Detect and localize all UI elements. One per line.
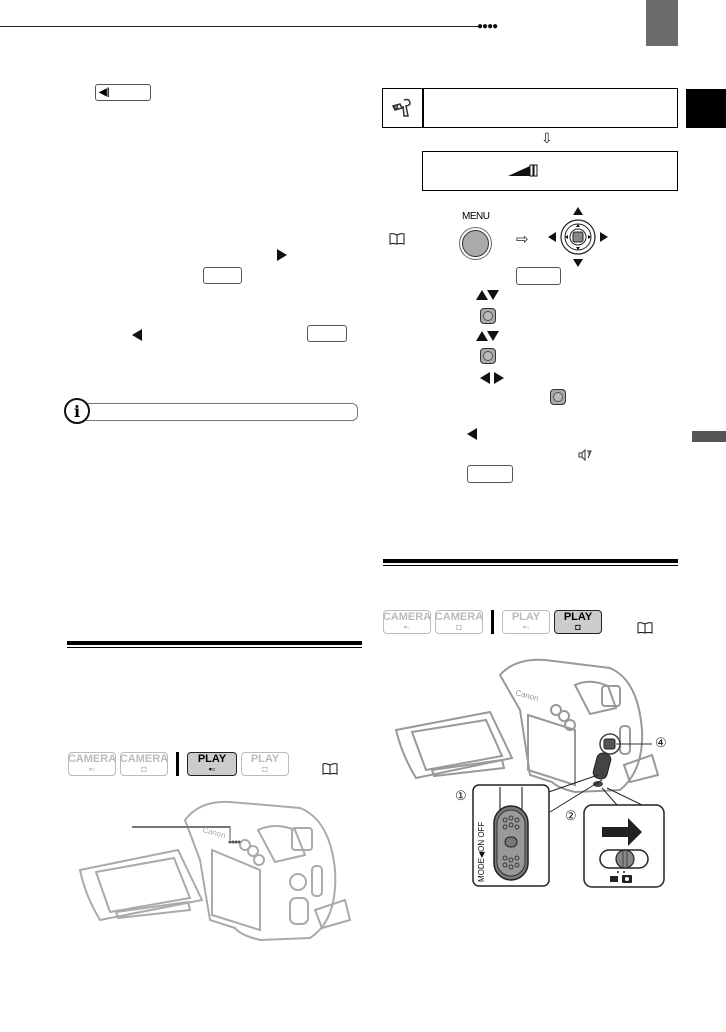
set-button-icon	[550, 389, 566, 405]
chapter-tab-side	[692, 431, 726, 442]
mode-selector: CAMERA▪▫ CAMERA◘ PLAY▪▫ PLAY◘	[383, 610, 602, 634]
mode-play-photo: PLAY◘	[554, 610, 602, 634]
mode-play-photo: PLAY◘	[241, 752, 289, 776]
camcorder-illustration: Canon	[78, 800, 352, 942]
joystick-icon[interactable]	[548, 207, 608, 267]
mode-separator	[491, 610, 494, 634]
callout-2: ②	[565, 808, 577, 823]
book-icon	[637, 622, 653, 634]
camcorder-mode-switch-illustration: Canon MODE◀ON OFF	[394, 658, 665, 888]
chapter-tab-black	[686, 89, 726, 128]
book-icon	[389, 233, 405, 245]
key-button	[516, 267, 561, 285]
right-arrow-icon: ⇨	[516, 231, 529, 248]
info-note-bar	[66, 403, 358, 421]
skip-back-key: ◀|	[95, 84, 151, 101]
info-icon: i	[64, 398, 90, 424]
mode-camera-photo: CAMERA◘	[119, 752, 169, 776]
mode-play-movie: PLAY▪▫	[502, 610, 550, 634]
menu-button[interactable]	[462, 230, 489, 257]
callout-4: ④	[655, 735, 667, 750]
chapter-tab-gray	[646, 0, 678, 46]
volume-level-icon	[508, 164, 538, 177]
volume-menu-box	[422, 151, 678, 191]
book-icon	[322, 762, 338, 778]
setup-wrench-icon	[391, 98, 411, 117]
speaker-mute-icon	[578, 448, 592, 462]
section-rule-thin	[383, 565, 678, 566]
play-triangle-icon	[277, 249, 287, 261]
key-button	[467, 465, 513, 483]
set-button-icon	[480, 348, 496, 364]
mode-camera-photo: CAMERA◘	[434, 610, 484, 634]
back-triangle-icon	[132, 329, 142, 341]
svg-text:Canon: Canon	[514, 688, 539, 703]
setup-menu-divider	[422, 88, 424, 128]
section-rule-thin	[67, 647, 362, 648]
mode-separator	[176, 752, 179, 776]
menu-label: MENU	[462, 211, 490, 222]
callout-1: ①	[455, 788, 467, 803]
mode-selector: CAMERA▪▫ CAMERA◘ PLAY▪▫ PLAY◘	[68, 752, 289, 776]
down-arrow-icon: ⇩	[541, 130, 553, 146]
mode-camera-movie: CAMERA▪▫	[67, 752, 117, 776]
section-rule	[383, 559, 678, 563]
section-rule	[67, 641, 362, 645]
mode-play-movie: PLAY▪▫	[187, 752, 237, 776]
set-button-icon	[480, 308, 496, 324]
mode-camera-movie: CAMERA▪▫	[382, 610, 432, 634]
header-rule	[0, 26, 478, 27]
key-button	[307, 325, 347, 342]
svg-text:MODE◀ON OFF: MODE◀ON OFF	[477, 822, 486, 882]
header-dots: ●●●●	[477, 21, 498, 32]
back-triangle-icon	[467, 428, 477, 440]
key-button	[203, 267, 242, 284]
skip-back-icon: ◀|	[99, 87, 110, 98]
setup-menu-box	[382, 88, 678, 128]
